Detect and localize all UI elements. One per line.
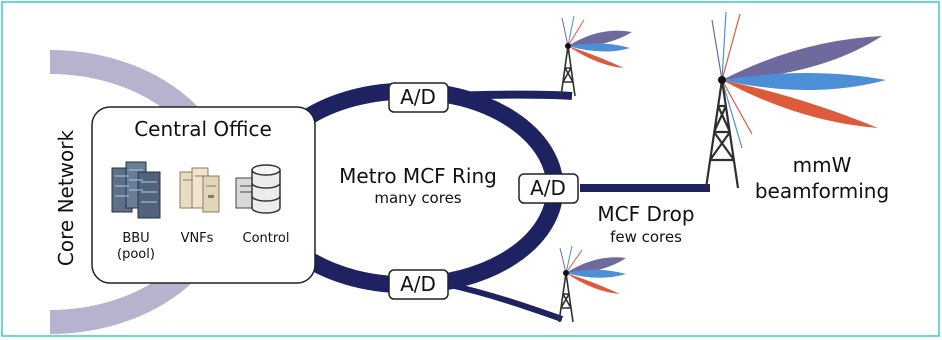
beam-lobe-red-large [722, 80, 878, 128]
ad-unit-right-label: A/D [530, 176, 566, 200]
fiber-link-top [447, 90, 573, 100]
central-office-title: Central Office [134, 117, 272, 141]
ring-subtitle: many cores [374, 189, 461, 207]
beam-lobe-red-top [568, 46, 624, 68]
vnf-servers-icon [179, 167, 220, 213]
ad-unit-top: A/D [388, 82, 449, 113]
beam-lobe-purple-top [568, 30, 632, 47]
ad-unit-right: A/D [518, 173, 579, 204]
ring-title: Metro MCF Ring [339, 164, 497, 188]
bbu-label: BBU [122, 231, 149, 246]
ad-unit-bottom: A/D [388, 269, 449, 300]
drop-subtitle: few cores [610, 228, 682, 246]
beam-lobe-purple-bottom [566, 257, 626, 274]
core-network-label: Core Network [54, 130, 78, 267]
fiber-link-bottom [445, 281, 563, 322]
control-label: Control [243, 231, 290, 246]
mmw-antenna-tower [704, 11, 886, 189]
beam-lobe-red-bottom [566, 273, 620, 294]
ad-unit-bottom-label: A/D [400, 272, 436, 296]
beam-lobe-purple-large [722, 36, 882, 80]
beamforming-line2: beamforming [755, 179, 889, 203]
small-antenna-tower-bottom [558, 245, 626, 323]
small-antenna-tower-top [560, 15, 632, 97]
beamforming-line1: mmW [793, 153, 852, 177]
beam-lobe-blue-large [722, 73, 886, 90]
central-office: Central Office BBU (pool) [91, 106, 316, 284]
control-database-icon [235, 164, 281, 214]
bbu-servers-icon [111, 161, 161, 219]
drop-title: MCF Drop [597, 202, 694, 226]
bbu-sublabel: (pool) [117, 247, 155, 262]
ad-unit-top-label: A/D [400, 85, 436, 109]
beam-lobe-blue-top [568, 43, 630, 52]
beam-lobe-blue-bottom [566, 269, 626, 278]
vnfs-label: VNFs [181, 231, 214, 246]
